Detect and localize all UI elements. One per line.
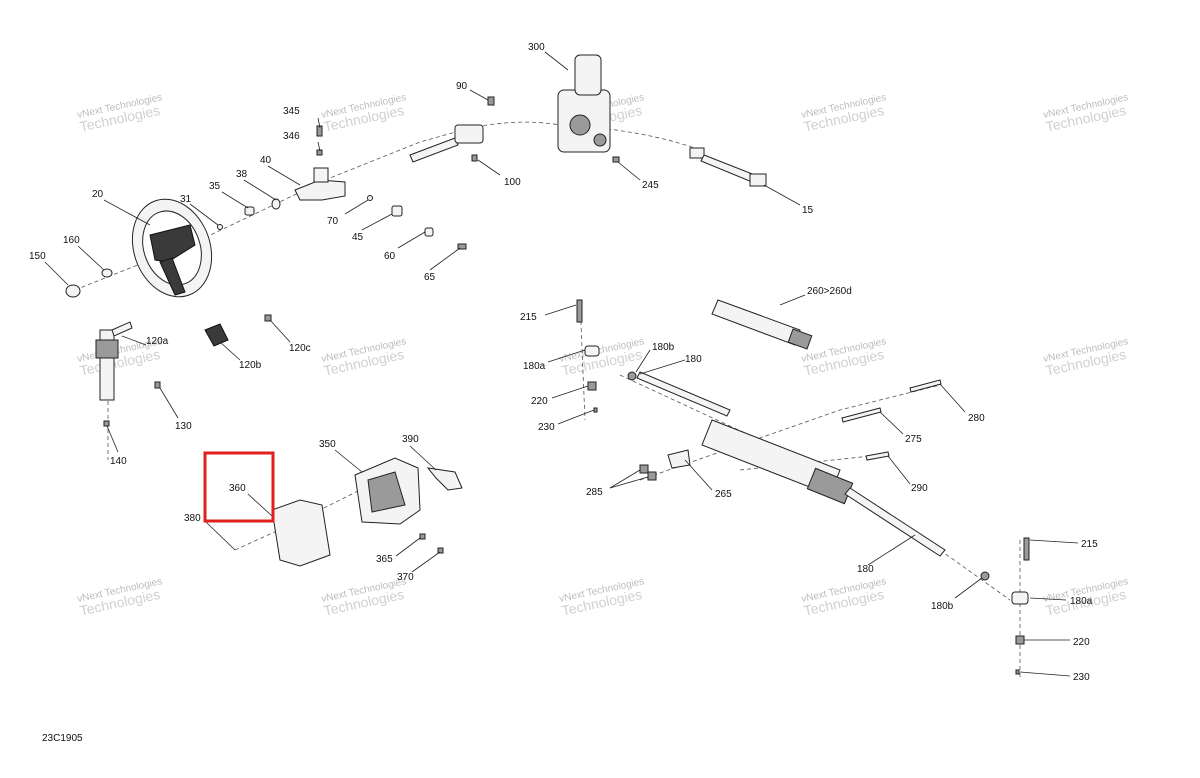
- callout-label: 365: [376, 554, 393, 565]
- callout-label: 245: [642, 180, 659, 191]
- callout-label: 220: [531, 396, 548, 407]
- callout-label: 275: [905, 434, 922, 445]
- jam-nut-180b-top-part[interactable]: [627, 371, 637, 381]
- washer-370-part[interactable]: [437, 547, 444, 554]
- callout-label: 40: [260, 155, 272, 166]
- pin-230-top-part[interactable]: [593, 407, 598, 413]
- callout-label: 180b: [652, 342, 675, 353]
- callout-label: 15: [802, 205, 814, 216]
- nut-140-part[interactable]: [103, 420, 110, 427]
- callout-label: 120a: [146, 336, 169, 347]
- callout-label: 215: [520, 312, 537, 323]
- intermediate-shaft-15-part[interactable]: [689, 147, 767, 187]
- bolt-130-part[interactable]: [154, 381, 161, 389]
- washer-70-part[interactable]: [367, 195, 373, 201]
- highlight-box[interactable]: 360: [203, 451, 275, 523]
- callout-label: 230: [1073, 672, 1090, 683]
- cover-350-part[interactable]: [354, 457, 421, 525]
- callout-label: 35: [209, 181, 221, 192]
- callout-label: 180a: [523, 361, 546, 372]
- tie-rod-end-180a-part[interactable]: [584, 345, 600, 357]
- tie-rod-end-180a-bottom-part[interactable]: [1011, 591, 1029, 605]
- diagram-id: 23C1905: [42, 733, 83, 744]
- callout-label: 300: [528, 42, 545, 53]
- bolt-280-part[interactable]: [909, 379, 942, 393]
- pin-230-bottom-part[interactable]: [1015, 669, 1020, 675]
- bolt-215-bottom-part[interactable]: [1023, 537, 1030, 561]
- callout-label: 346: [283, 131, 300, 142]
- callout-label: 180: [685, 354, 702, 365]
- callout-label: 70: [327, 216, 339, 227]
- callout-label: 290: [911, 483, 928, 494]
- leader-lines: [44, 51, 1079, 677]
- bracket-390-part[interactable]: [426, 467, 463, 491]
- washer-31-part[interactable]: [217, 224, 223, 230]
- callout-label: 38: [236, 169, 248, 180]
- callout-label: 120b: [239, 360, 262, 371]
- bolt-65-part[interactable]: [457, 243, 467, 250]
- callout-label: 180a: [1070, 596, 1093, 607]
- gasket-360-part[interactable]: [271, 499, 331, 567]
- bracket-265-part[interactable]: [667, 449, 691, 469]
- nut-346-part[interactable]: [316, 149, 323, 156]
- tilt-lock-120a-part[interactable]: [95, 321, 133, 401]
- callout-label: 370: [397, 572, 414, 583]
- highlight-label: 360: [229, 483, 246, 494]
- bolt-90-part[interactable]: [487, 96, 495, 106]
- knob-120b-part[interactable]: [204, 323, 229, 347]
- callout-label: 180: [857, 564, 874, 575]
- clip-120c-part[interactable]: [264, 314, 272, 322]
- callout-label: 260>260d: [807, 286, 852, 297]
- callout-label: 215: [1081, 539, 1098, 550]
- bolt-245-part[interactable]: [612, 156, 620, 163]
- jam-nut-180b-bottom-part[interactable]: [980, 571, 990, 581]
- oring-38-part[interactable]: [271, 198, 281, 210]
- callout-label: 380: [184, 513, 201, 524]
- bolt-100-part[interactable]: [471, 154, 478, 162]
- ring-150-part[interactable]: [65, 284, 81, 298]
- bolt-275-part[interactable]: [841, 407, 882, 423]
- callout-label: 280: [968, 413, 985, 424]
- callout-label: 390: [402, 434, 419, 445]
- callout-label: 265: [715, 489, 732, 500]
- bolt-290-part[interactable]: [865, 451, 890, 461]
- boot-kit-260-part[interactable]: [711, 299, 813, 350]
- callout-label: 140: [110, 456, 127, 467]
- callout-label: 220: [1073, 637, 1090, 648]
- nut-220-bottom-part[interactable]: [1015, 635, 1025, 645]
- bushing-45-part[interactable]: [391, 205, 403, 217]
- callout-label: 100: [504, 177, 521, 188]
- highlight-rect: [203, 451, 275, 523]
- bushing-60-part[interactable]: [424, 227, 434, 237]
- power-steering-unit-part[interactable]: [557, 54, 611, 153]
- bushing-35-part[interactable]: [244, 206, 255, 216]
- callout-label: 350: [319, 439, 336, 450]
- callout-labels: 300 90 345 346 40 38 35 31 20 160 150 70…: [29, 42, 1098, 683]
- tilt-bracket-40-part[interactable]: [294, 167, 346, 201]
- callout-label: 180b: [931, 601, 954, 612]
- callout-label: 345: [283, 106, 300, 117]
- callout-label: 150: [29, 251, 46, 262]
- screw-365-part[interactable]: [419, 533, 426, 540]
- steering-wheel-part[interactable]: [119, 188, 225, 308]
- callout-label: 130: [175, 421, 192, 432]
- callout-label: 60: [384, 251, 396, 262]
- callout-label: 45: [352, 232, 364, 243]
- callout-label: 285: [586, 487, 603, 498]
- callout-label: 90: [456, 81, 468, 92]
- steering-rack-part[interactable]: [636, 371, 946, 557]
- nut-220-top-part[interactable]: [587, 381, 597, 391]
- callout-label: 65: [424, 272, 436, 283]
- shaft-upper-part[interactable]: [409, 124, 484, 163]
- nut-160-part[interactable]: [101, 268, 113, 278]
- callout-label: 120c: [289, 343, 311, 354]
- callout-label: 20: [92, 189, 104, 200]
- nut-285-part[interactable]: [639, 464, 657, 481]
- callout-label: 230: [538, 422, 555, 433]
- callout-label: 160: [63, 235, 80, 246]
- callout-label: 31: [180, 194, 192, 205]
- bolt-215-top-part[interactable]: [576, 299, 583, 323]
